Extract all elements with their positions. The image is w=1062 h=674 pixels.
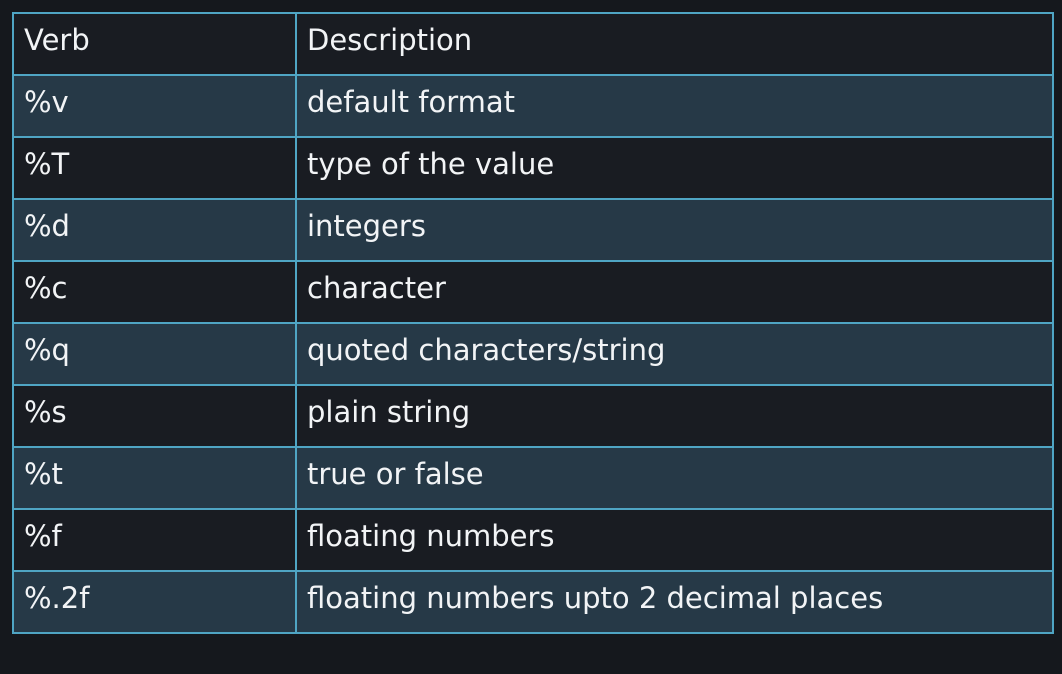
description-cell: default format [295,74,1054,138]
description-cell: integers [295,198,1054,262]
description-cell: quoted characters/string [295,322,1054,386]
verb-cell: %s [12,384,297,448]
table-row: %.2f floating numbers upto 2 decimal pla… [12,570,1054,634]
verb-cell: %v [12,74,297,138]
table-row: %c character [12,260,1054,324]
format-verbs-table: Verb Description %v default format %T ty… [12,12,1054,634]
description-cell: character [295,260,1054,324]
description-cell: type of the value [295,136,1054,200]
verb-cell: %d [12,198,297,262]
table-header-row: Verb Description [12,12,1054,76]
table-row: %d integers [12,198,1054,262]
table-row: %T type of the value [12,136,1054,200]
header-verb: Verb [12,12,297,76]
verb-cell: %c [12,260,297,324]
table-row: %f floating numbers [12,508,1054,572]
description-cell: true or false [295,446,1054,510]
table-row: %q quoted characters/string [12,322,1054,386]
verb-cell: %q [12,322,297,386]
verb-cell: %f [12,508,297,572]
verb-cell: %.2f [12,570,297,634]
table-row: %t true or false [12,446,1054,510]
table-row: %v default format [12,74,1054,138]
description-cell: floating numbers upto 2 decimal places [295,570,1054,634]
description-cell: plain string [295,384,1054,448]
verb-cell: %T [12,136,297,200]
table-row: %s plain string [12,384,1054,448]
description-cell: floating numbers [295,508,1054,572]
verb-cell: %t [12,446,297,510]
header-description: Description [295,12,1054,76]
